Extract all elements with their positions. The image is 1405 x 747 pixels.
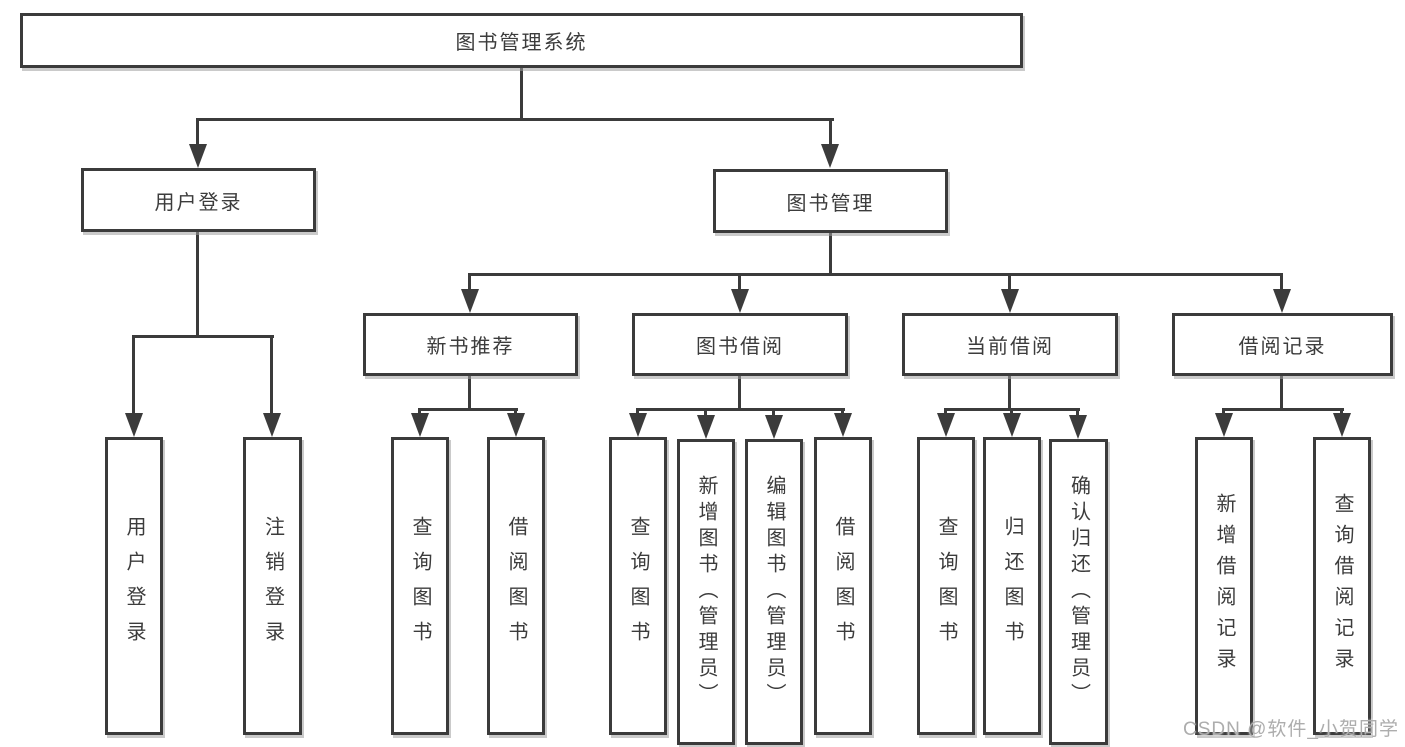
arrowhead-down-icon [731,289,749,313]
node-root-label: 图书管理系统 [455,32,588,54]
connector-line [738,273,741,293]
node-user-login: 用户登录 [81,168,316,232]
arrowhead-down-icon [834,413,852,437]
connector-line [468,273,1283,276]
arrowhead-down-icon [1001,289,1019,313]
connector-line [196,232,199,337]
connector-line [419,408,518,411]
leaf-query-borrow-record: 查询借阅记录 [1313,437,1371,735]
leaf-return-book: 归还图书 [983,437,1041,735]
arrowhead-down-icon [189,144,207,168]
leaf-user-login: 用户登录 [105,437,163,735]
leaf-query-books-borrowing: 查询图书 [609,437,667,735]
connector-line [829,233,832,275]
connector-line [772,408,775,420]
node-borrow-records-label: 借阅记录 [1238,336,1327,358]
arrowhead-down-icon [821,144,839,168]
node-current-borrowing-label: 当前借阅 [966,336,1054,358]
connector-line [704,408,707,420]
leaf-add-borrow-record: 新增借阅记录 [1195,437,1253,735]
node-new-book-recommend: 新书推荐 [363,313,578,376]
arrowhead-down-icon [263,413,281,437]
arrowhead-down-icon [629,413,647,437]
node-book-management-label: 图书管理 [786,192,875,215]
arrowhead-down-icon [937,413,955,437]
connector-line [1008,273,1011,293]
connector-line [636,408,845,411]
leaf-add-book-admin: 新增图书（管理员） [677,439,735,745]
connector-line [1280,376,1283,410]
arrowhead-down-icon [125,413,143,437]
connector-line [1223,408,1344,411]
connector-line [829,118,832,150]
connector-line [1008,376,1011,410]
arrowhead-down-icon [1333,413,1351,437]
arrowhead-down-icon [1003,413,1021,437]
connector-line [468,273,471,293]
csdn-watermark: CSDN @软件_小贺同学 [1183,719,1399,740]
node-book-borrowing: 图书借阅 [632,313,848,376]
node-borrow-records: 借阅记录 [1172,313,1393,376]
leaf-borrow-books-borrowing: 借阅图书 [814,437,872,735]
arrowhead-down-icon [697,415,715,439]
arrowhead-down-icon [1273,289,1291,313]
connector-line [133,335,274,338]
connector-line [520,68,523,120]
arrowhead-down-icon [1069,415,1087,439]
node-book-management: 图书管理 [713,169,948,233]
connector-line [1280,273,1283,293]
connector-line [1076,408,1079,420]
arrowhead-down-icon [507,413,525,437]
leaf-borrow-books-recommend: 借阅图书 [487,437,545,735]
arrowhead-down-icon [765,415,783,439]
node-new-book-recommend-label: 新书推荐 [426,336,515,358]
leaf-edit-book-admin: 编辑图书（管理员） [745,439,803,745]
arrowhead-down-icon [411,413,429,437]
leaf-confirm-return-admin: 确认归还（管理员） [1049,439,1108,745]
node-user-login-label: 用户登录 [154,191,243,214]
leaf-query-books-current: 查询图书 [917,437,975,735]
connector-line [196,118,199,150]
connector-line [132,335,135,417]
leaf-logout-login: 注销登录 [243,437,302,735]
leaf-query-books-recommend: 查询图书 [391,437,449,735]
connector-line [738,376,741,410]
node-current-borrowing: 当前借阅 [902,313,1118,376]
node-root: 图书管理系统 [20,13,1023,68]
arrowhead-down-icon [1215,413,1233,437]
connector-line [468,376,471,410]
connector-line [270,335,273,417]
connector-line [197,118,834,121]
arrowhead-down-icon [461,289,479,313]
node-book-borrowing-label: 图书借阅 [696,336,784,358]
